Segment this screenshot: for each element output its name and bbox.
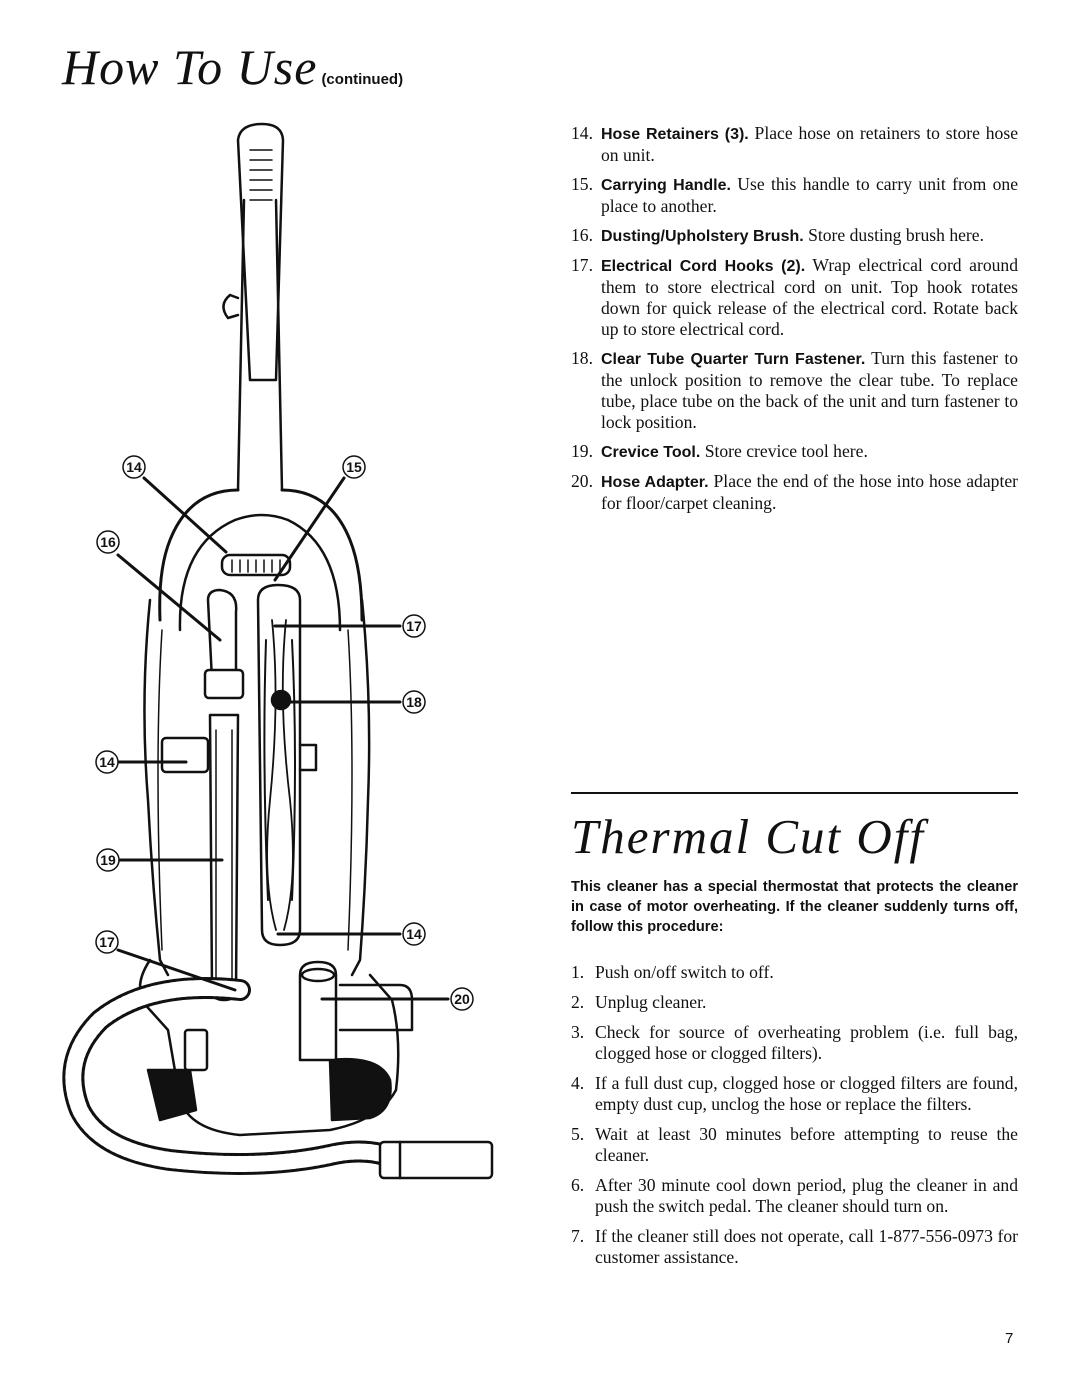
step-text: Check for source of overheating problem … — [595, 1022, 1018, 1063]
callout-label: 18 — [406, 694, 422, 710]
page-number: 7 — [1005, 1330, 1014, 1347]
handle-shaft — [236, 198, 284, 492]
dusting-brush — [206, 588, 238, 682]
step-number: 3. — [571, 1022, 585, 1042]
item-term: Hose Retainers (3). — [601, 126, 749, 143]
item-term: Electrical Cord Hooks (2). — [601, 258, 806, 275]
list-item: 16. Dusting/Upholstery Brush. Store dusti… — [571, 225, 1018, 247]
callout-badge — [122, 455, 146, 479]
item-number: 15. — [571, 174, 593, 194]
item-term: Clear Tube Quarter Turn Fastener. — [601, 351, 866, 368]
item-number: 16. — [571, 225, 593, 245]
crevice-tool — [208, 713, 240, 1002]
item-text: Place the end of the hose into hose adap… — [601, 471, 1018, 513]
clear-tube — [256, 583, 302, 947]
callout-label: 14 — [406, 926, 422, 942]
step-item: 1. Push on/off switch to off. — [571, 962, 1018, 983]
item-number: 17. — [571, 255, 593, 275]
step-item: 7. If the cleaner still does not operate,… — [571, 1226, 1018, 1268]
hose-end — [378, 1140, 494, 1180]
item-text: Use this handle to carry unit from one p… — [601, 174, 1019, 216]
list-item: 18. Clear Tube Quarter Turn Fastener. Tur… — [571, 348, 1018, 433]
callout-badge — [402, 922, 426, 946]
item-text: Place hose on retainers to store hose on… — [601, 123, 1018, 165]
handle-grip — [236, 122, 285, 382]
callout-badge — [450, 987, 474, 1011]
step-number: 2. — [571, 992, 585, 1012]
step-item: 5. Wait at least 30 minutes before attemp… — [571, 1124, 1018, 1166]
item-number: 14. — [571, 123, 593, 143]
body-outline — [143, 598, 371, 977]
callout-badge — [402, 614, 426, 638]
step-text: If the cleaner still does not operate, c… — [595, 1226, 1018, 1267]
callout-badge — [95, 750, 119, 774]
step-number: 6. — [571, 1175, 585, 1195]
page-title: How To Use(continued) — [62, 38, 403, 96]
section-title: Thermal Cut Off — [571, 809, 925, 864]
callout-label: 19 — [100, 852, 116, 868]
callout-label: 14 — [126, 459, 142, 475]
list-item: 19. Crevice Tool. Store crevice tool here… — [571, 441, 1018, 463]
step-text: Unplug cleaner. — [595, 992, 707, 1012]
step-text: After 30 minute cool down period, plug t… — [595, 1175, 1018, 1216]
item-number: 20. — [571, 471, 593, 491]
section-divider — [571, 792, 1018, 794]
callout-label: 14 — [99, 754, 115, 770]
item-number: 18. — [571, 348, 593, 368]
vacuum-cleaner-illustration: 14 15 16 17 18 14 19 14 17 20 — [62, 122, 494, 1180]
callout-label: 16 — [100, 534, 116, 550]
step-text: Wait at least 30 minutes before attempti… — [595, 1124, 1018, 1165]
item-term: Hose Adapter. — [601, 474, 709, 491]
step-text: Push on/off switch to off. — [595, 962, 774, 982]
step-number: 7. — [571, 1226, 585, 1246]
item-text: Store crevice tool here. — [700, 441, 868, 461]
callout-badge — [342, 455, 366, 479]
list-item: 20. Hose Adapter. Place the end of the ho… — [571, 471, 1018, 514]
thermal-intro: This cleaner has a special thermostat th… — [571, 879, 1018, 935]
procedure-steps: 1. Push on/off switch to off. 2. Unplug cl… — [571, 962, 1018, 1277]
callout-badge — [95, 930, 119, 954]
base-wheel — [146, 1068, 198, 1122]
item-text: Turn this fastener to the unlock positio… — [601, 348, 1019, 432]
callout-label: 17 — [99, 934, 115, 950]
step-item: 3. Check for source of overheating proble… — [571, 1022, 1018, 1064]
callout-group — [95, 455, 474, 1011]
item-text: Wrap electrical cord around them to stor… — [601, 255, 1019, 339]
step-number: 4. — [571, 1073, 585, 1093]
page-title-continued: (continued) — [321, 71, 404, 88]
callout-label: 15 — [346, 459, 362, 475]
callout-badge — [402, 690, 426, 714]
step-number: 5. — [571, 1124, 585, 1144]
callout-badge — [96, 530, 120, 554]
callout-badge — [96, 848, 120, 872]
step-item: 2. Unplug cleaner. — [571, 992, 1018, 1013]
callout-label: 17 — [406, 618, 422, 634]
item-term: Crevice Tool. — [601, 444, 701, 461]
item-term: Carrying Handle. — [601, 177, 731, 194]
step-item: 4. If a full dust cup, clogged hose or cl… — [571, 1073, 1018, 1115]
item-number: 19. — [571, 441, 593, 461]
fastener-knob — [270, 689, 292, 711]
step-item: 6. After 30 minute cool down period, plug… — [571, 1175, 1018, 1217]
list-item: 17. Electrical Cord Hooks (2). Wrap elect… — [571, 255, 1018, 340]
item-term: Dusting/Upholstery Brush. — [601, 228, 804, 245]
list-item: 14. Hose Retainers (3). Place hose on ret… — [571, 123, 1018, 166]
step-text: If a full dust cup, clogged hose or clog… — [595, 1073, 1018, 1114]
parts-list: 14. Hose Retainers (3). Place hose on ret… — [571, 123, 1018, 522]
page-title-text: How To Use — [62, 39, 318, 95]
hose-adapter — [298, 960, 338, 1062]
list-item: 15. Carrying Handle. Use this handle to c… — [571, 174, 1018, 217]
step-number: 1. — [571, 962, 585, 982]
item-text: Store dusting brush here. — [803, 225, 984, 245]
callout-label: 20 — [454, 991, 470, 1007]
